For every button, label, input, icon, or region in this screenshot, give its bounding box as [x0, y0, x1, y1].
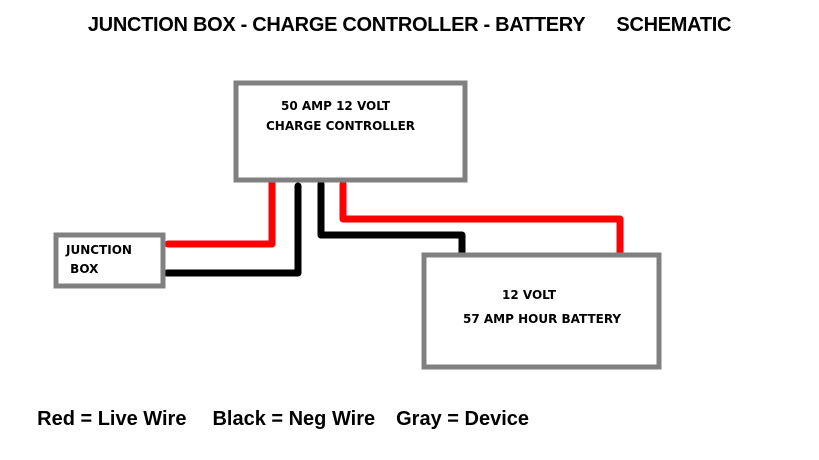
battery-label-line1: 12 VOLT	[502, 288, 556, 302]
legend-gray: Gray = Device	[396, 408, 529, 430]
charge-controller-label-line2: CHARGE CONTROLLER	[266, 119, 416, 133]
legend-red: Red = Live Wire	[37, 408, 187, 430]
battery-label-line2: 57 AMP HOUR BATTERY	[463, 312, 622, 326]
junction-box	[53, 232, 166, 289]
legend-black: Black = Neg Wire	[212, 408, 376, 430]
live-wire-controller-to-battery	[339, 180, 624, 256]
charge-controller-label-line1: 50 AMP 12 VOLT	[281, 99, 391, 113]
battery-box	[421, 252, 662, 370]
diagram-title: JUNCTION BOX - CHARGE CONTROLLER - BATTE…	[87, 14, 732, 36]
charge-controller-box	[233, 80, 468, 183]
legend: Red = Live Wire Black = Neg Wire Gray = De…	[26, 385, 529, 431]
junction-box-label-line2: BOX	[66, 262, 99, 276]
live-wire-junction-to-controller	[164, 179, 276, 248]
junction-box-label-line1: JUNCTION	[66, 243, 132, 257]
neg-wire-junction-to-controller	[163, 182, 302, 277]
neg-wire-controller-to-battery	[317, 180, 466, 257]
